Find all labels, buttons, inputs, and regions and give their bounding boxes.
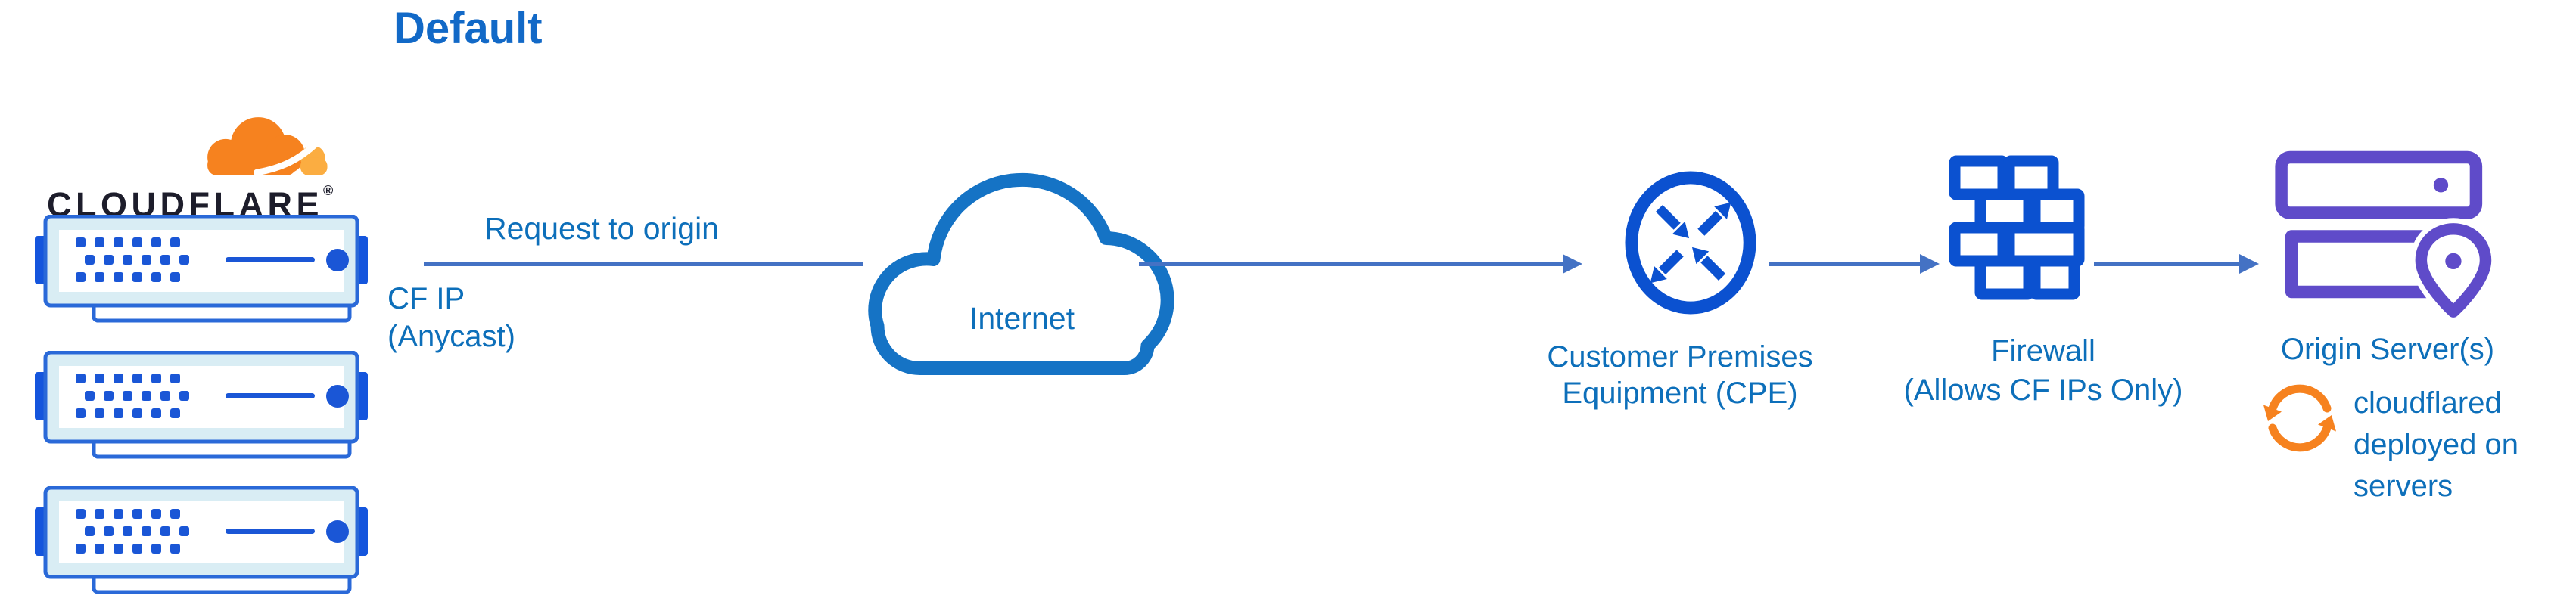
sync-arrows-icon: [2263, 384, 2336, 452]
registered-mark: ®: [322, 183, 334, 198]
cpe-router-icon: [1625, 171, 1756, 315]
right-arrow-connector-cpe-to-firewall: [1769, 254, 1940, 274]
diagram-title: Default: [394, 4, 543, 53]
origin-servers-icon: [2275, 150, 2497, 323]
anycast-line: (Anycast): [387, 320, 515, 353]
cloudflared-note-line1: cloudflared: [2354, 386, 2502, 420]
internet-cloud: Internet: [816, 113, 1228, 378]
cpe-label-line2: Equipment (CPE): [1562, 377, 1798, 410]
internet-label: Internet: [969, 301, 1075, 336]
right-arrow-connector-cf-to-internet: [424, 262, 863, 266]
cloudflared-note: cloudflared deployed on servers: [2354, 383, 2518, 507]
firewall-label-line2: (Allows CF IPs Only): [1903, 374, 2183, 407]
cpe-label: Customer Premises Equipment (CPE): [1544, 339, 1816, 411]
internet-cloud-icon: [868, 172, 1174, 375]
edge-server-icon: [35, 215, 368, 323]
cloudflare-logo-icon: [207, 117, 328, 176]
origin-servers-label: Origin Server(s): [2280, 333, 2495, 366]
cf-ip-line: CF IP: [387, 282, 465, 315]
right-arrow-connector-firewall-to-origin: [2094, 254, 2259, 274]
cpe-label-line1: Customer Premises: [1547, 340, 1813, 374]
firewall-label-line1: Firewall: [1991, 334, 2095, 367]
cloudflared-note-line2: deployed on: [2354, 428, 2518, 461]
cf-ip-anycast-label: CF IP (Anycast): [387, 280, 515, 355]
edge-server-icon: [35, 351, 368, 459]
edge-server-icon: [35, 486, 368, 594]
firewall-label: Firewall (Allows CF IPs Only): [1877, 331, 2210, 410]
cloudflared-note-line3: servers: [2354, 470, 2453, 503]
firewall-brick-icon: [1949, 155, 2085, 300]
location-pin-icon: [2410, 218, 2497, 323]
right-arrow-connector-internet-to-cpe: [1139, 254, 1582, 274]
request-to-origin-label: Request to origin: [484, 211, 719, 246]
